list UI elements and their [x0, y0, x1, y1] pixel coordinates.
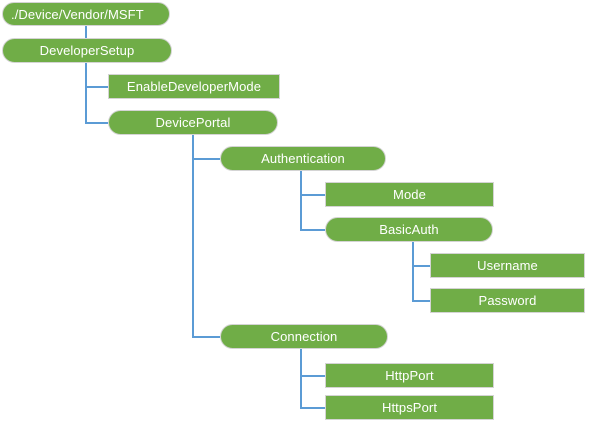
tree-node-label: HttpPort — [385, 368, 434, 383]
tree-node-httpport[interactable]: HttpPort — [325, 363, 494, 388]
connector-portal-trunk — [192, 135, 194, 337]
tree-node-password[interactable]: Password — [430, 288, 585, 313]
tree-node-devsetup[interactable]: DeveloperSetup — [2, 38, 172, 63]
tree-node-root[interactable]: ./Device/Vendor/MSFT — [2, 2, 170, 26]
connector-basicauth-trunk — [412, 242, 414, 301]
tree-node-label: DeveloperSetup — [39, 43, 135, 58]
tree-node-connection[interactable]: Connection — [220, 324, 388, 349]
connector-auth-to-basicauth — [300, 229, 325, 231]
tree-node-auth[interactable]: Authentication — [220, 146, 386, 171]
tree-node-username[interactable]: Username — [430, 253, 585, 278]
tree-node-mode[interactable]: Mode — [325, 182, 494, 207]
tree-node-label: Mode — [393, 187, 426, 202]
tree-node-label: DevicePortal — [155, 115, 231, 130]
connector-devsetup-to-portal — [85, 122, 108, 124]
connector-devsetup-trunk — [85, 63, 87, 124]
connector-conn-trunk — [300, 349, 302, 408]
connector-portal-to-conn — [192, 336, 220, 338]
connector-root-to-devsetup — [85, 26, 87, 38]
tree-node-devportal[interactable]: DevicePortal — [108, 110, 278, 135]
connector-basicauth-to-user — [412, 265, 430, 267]
tree-node-basicauth[interactable]: BasicAuth — [325, 217, 493, 242]
tree-node-label: BasicAuth — [379, 222, 439, 237]
tree-node-label: ./Device/Vendor/MSFT — [11, 6, 144, 22]
connector-devsetup-to-enable — [85, 86, 108, 88]
tree-node-label: Password — [478, 293, 537, 308]
connector-portal-to-auth — [192, 158, 220, 160]
connector-conn-to-http — [300, 375, 325, 377]
tree-node-label: EnableDeveloperMode — [126, 79, 262, 94]
connector-auth-trunk — [300, 171, 302, 230]
connector-auth-to-mode — [300, 194, 325, 196]
connector-basicauth-to-pass — [412, 300, 430, 302]
tree-node-enabledev[interactable]: EnableDeveloperMode — [108, 74, 280, 99]
connector-conn-to-https — [300, 407, 325, 409]
tree-node-label: HttpsPort — [381, 400, 438, 415]
tree-node-label: Username — [477, 258, 538, 273]
tree-node-label: Connection — [270, 329, 338, 344]
tree-node-label: Authentication — [261, 151, 345, 166]
tree-node-httpsport[interactable]: HttpsPort — [325, 395, 494, 420]
